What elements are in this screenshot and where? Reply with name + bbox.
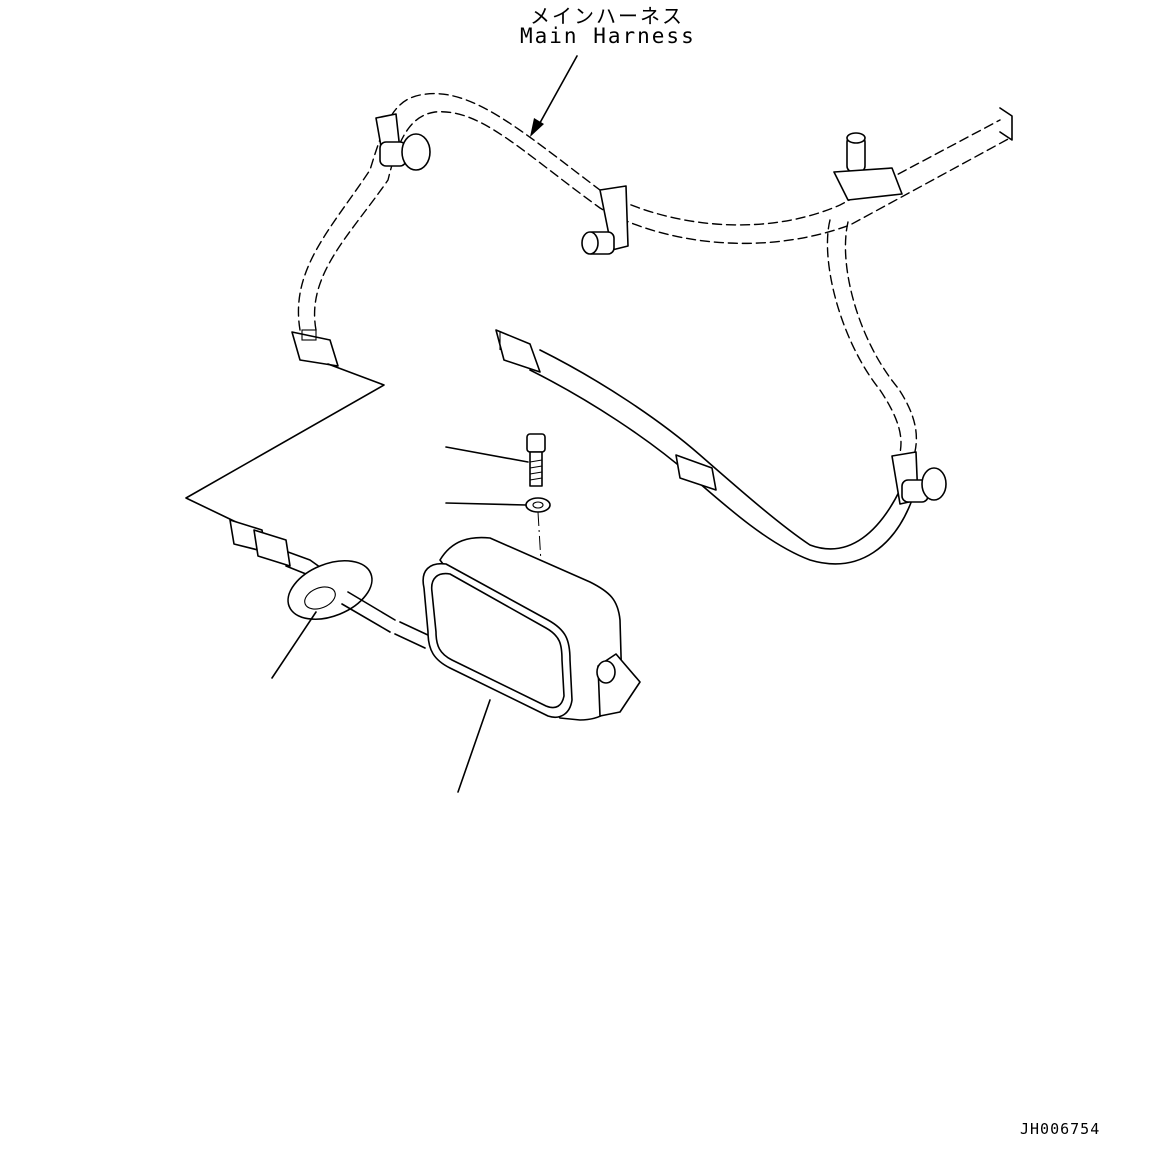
main-harness-label-jp: メインハーネス: [530, 4, 684, 28]
leader-line-grommet: [271, 611, 317, 679]
main-harness: [297, 93, 1011, 463]
connection-line: [185, 363, 385, 523]
connector-icon: [291, 329, 339, 367]
washer-icon: [525, 497, 551, 513]
harness-clamp-icon: [375, 113, 431, 171]
harness-clamp-icon: [833, 132, 903, 201]
harness-clamp-icon: [891, 451, 947, 505]
grommet-icon: [287, 559, 431, 649]
lamp-icon: [422, 536, 641, 721]
leader-line-bolt: [445, 446, 529, 463]
harness-branch: [529, 107, 1013, 565]
connector-icon: [675, 454, 717, 491]
harness-leader-arrow: [530, 55, 578, 137]
leader-line-washer: [445, 502, 527, 506]
main-harness-label-en: Main Harness: [520, 24, 696, 48]
harness-clamp-icon: [581, 185, 629, 255]
drawing-code: JH006754: [1020, 1120, 1101, 1138]
leader-line-lamp: [457, 699, 491, 793]
bolt-icon: [526, 433, 546, 487]
connector-icon: [495, 329, 541, 373]
